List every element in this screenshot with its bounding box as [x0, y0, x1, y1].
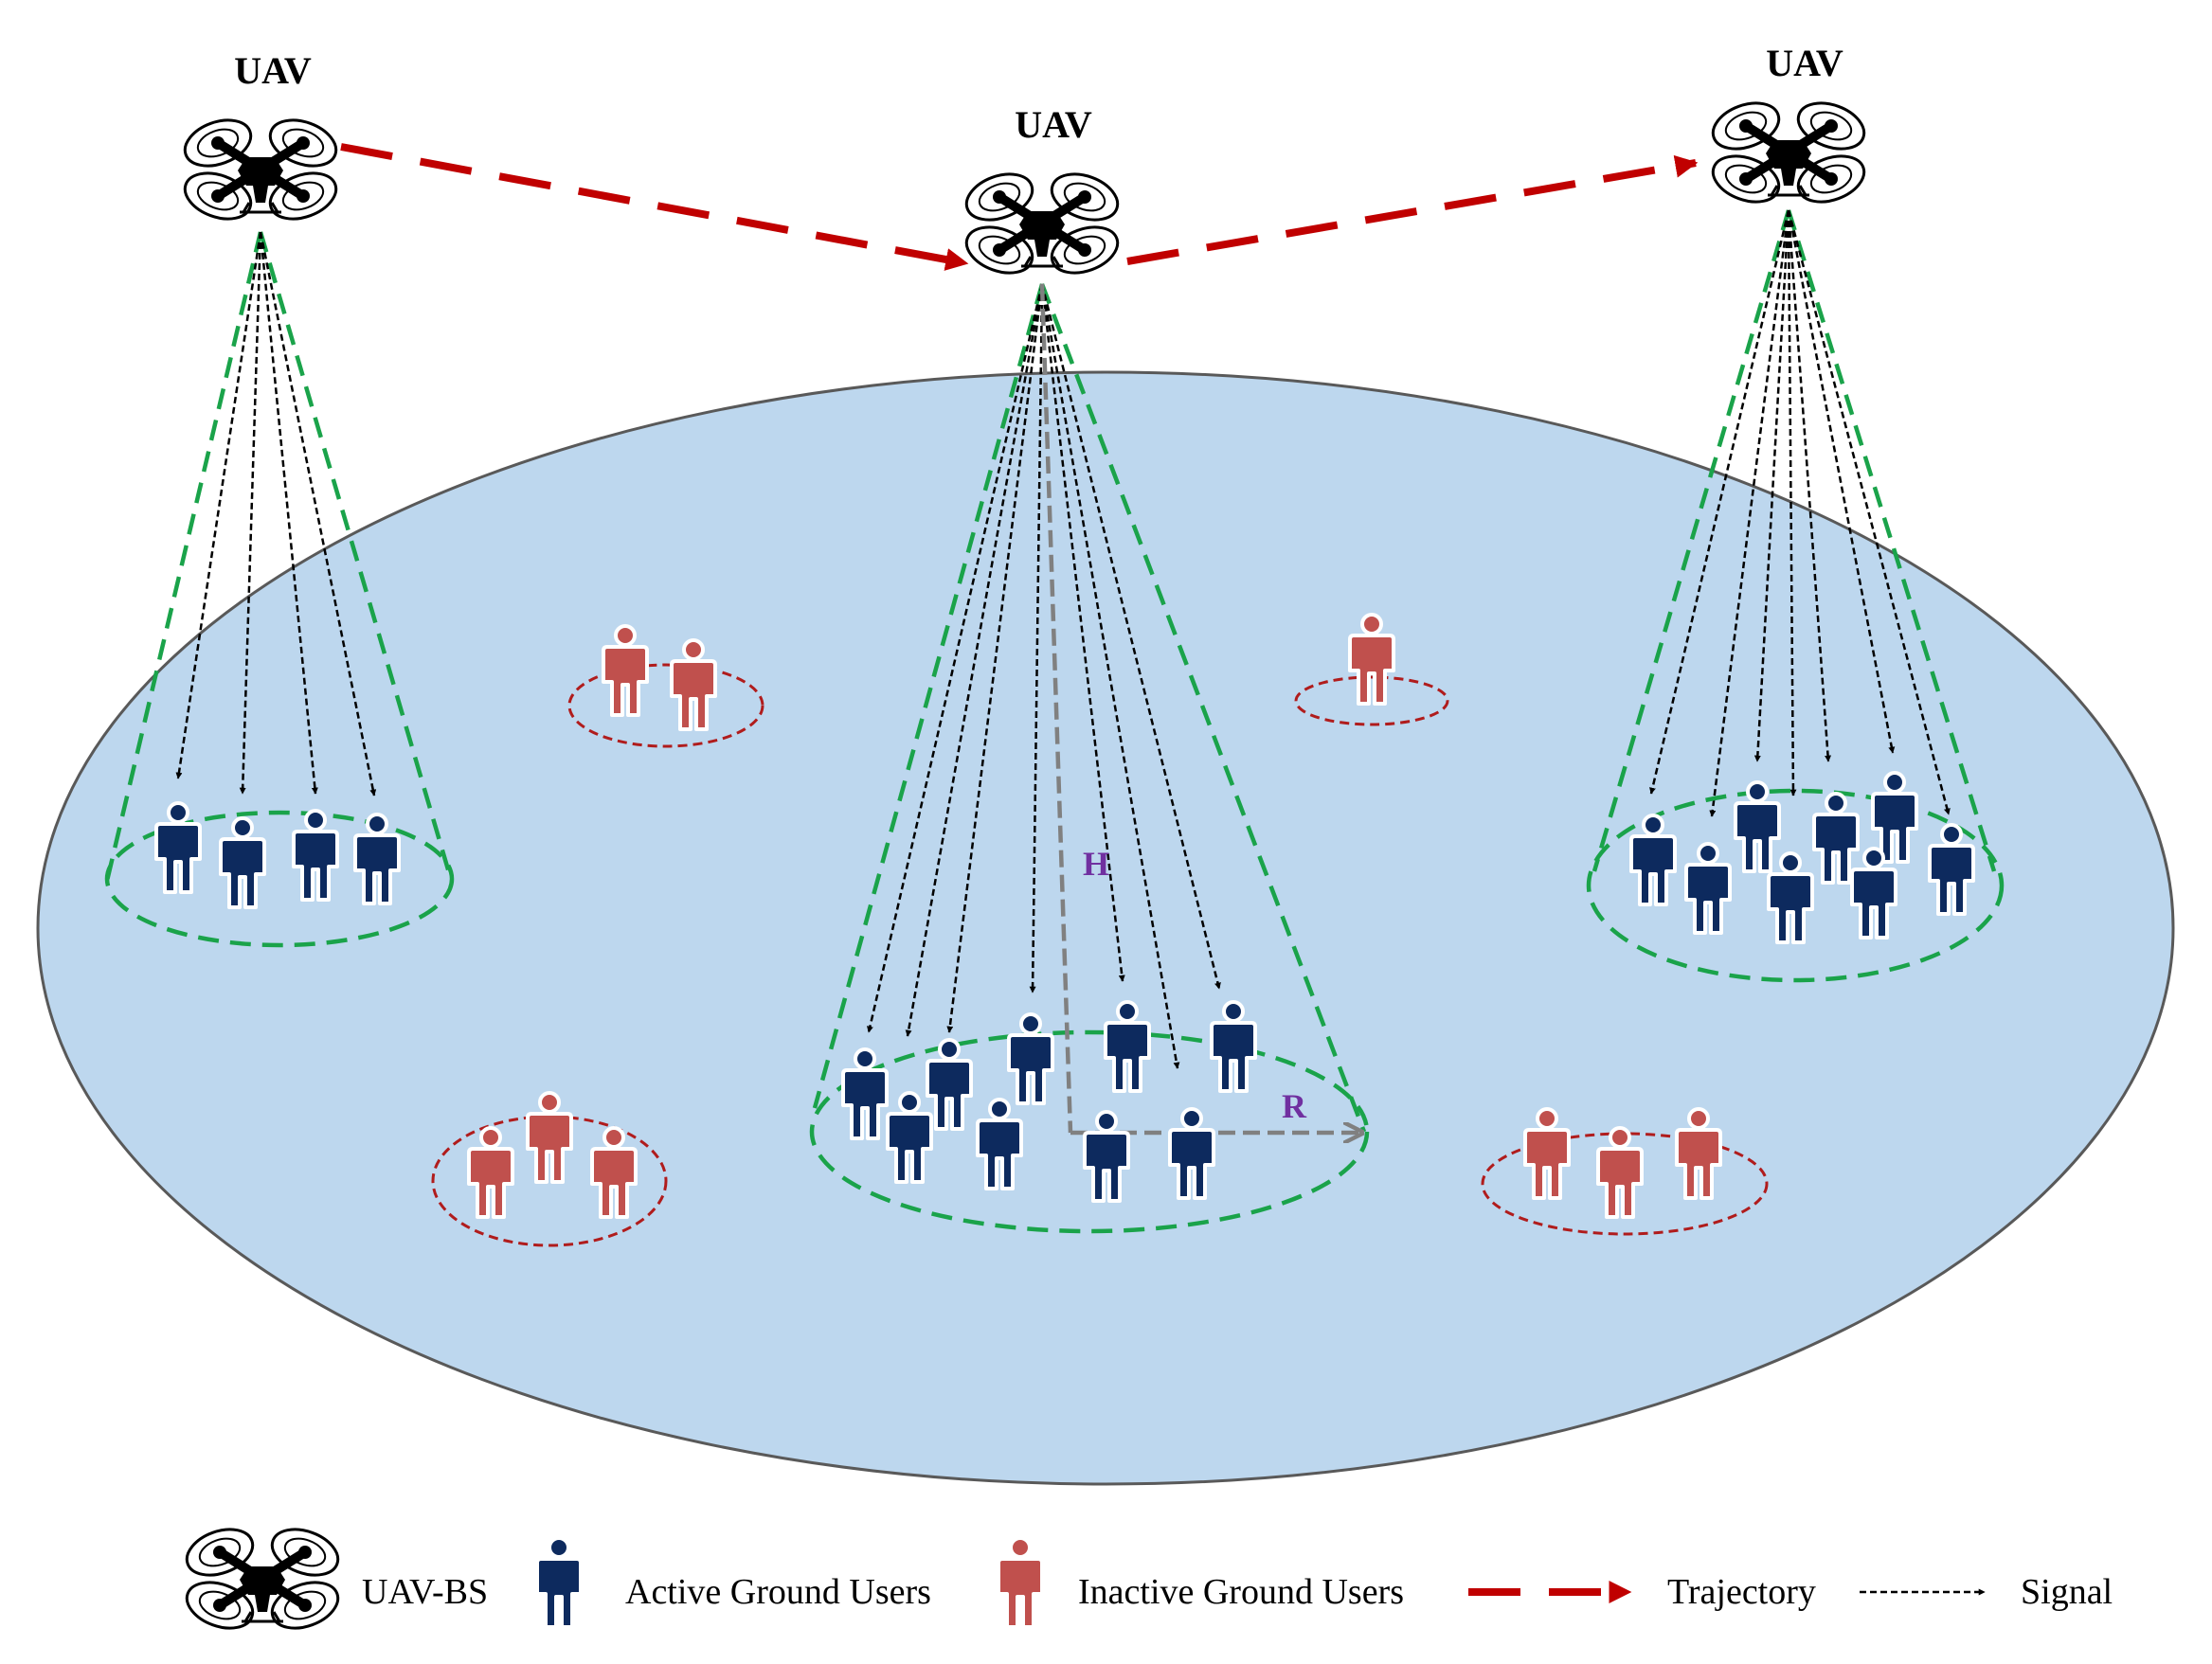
quadcopter-drone-icon	[179, 112, 343, 227]
ground-area	[36, 370, 2175, 1486]
uav-2: UAV	[961, 103, 1124, 281]
uav-1: UAV	[179, 49, 343, 227]
legend-active-users: Active Ground Users	[625, 1572, 931, 1612]
uav-3-label: UAV	[1766, 42, 1843, 84]
legend-active-user-icon	[535, 1536, 583, 1629]
legend-uav-icon	[181, 1521, 345, 1637]
height-label: H	[1083, 845, 1109, 883]
uav-1-label: UAV	[234, 49, 312, 92]
legend-signal: Signal	[2021, 1572, 2113, 1612]
uav-trajectory	[340, 143, 1699, 271]
legend-uav-bs: UAV-BS	[362, 1572, 488, 1612]
legend-trajectory: Trajectory	[1667, 1572, 1816, 1612]
uav-2-label: UAV	[1015, 103, 1092, 146]
legend: UAV-BS Active Ground Users Inactive Grou…	[181, 1521, 2113, 1637]
coverage-areas	[104, 788, 2005, 1234]
quadcopter-drone-icon	[961, 166, 1124, 281]
signal-arrows	[175, 209, 1951, 1069]
radius-label: R	[1282, 1087, 1307, 1125]
dimension-lines	[1039, 283, 1362, 1133]
uav-3: UAV	[1707, 42, 1871, 210]
legend-inactive-user-icon	[997, 1536, 1044, 1629]
coverage-cones	[104, 209, 1997, 1133]
quadcopter-drone-icon	[1707, 95, 1871, 210]
legend-inactive-users: Inactive Ground Users	[1078, 1572, 1404, 1612]
